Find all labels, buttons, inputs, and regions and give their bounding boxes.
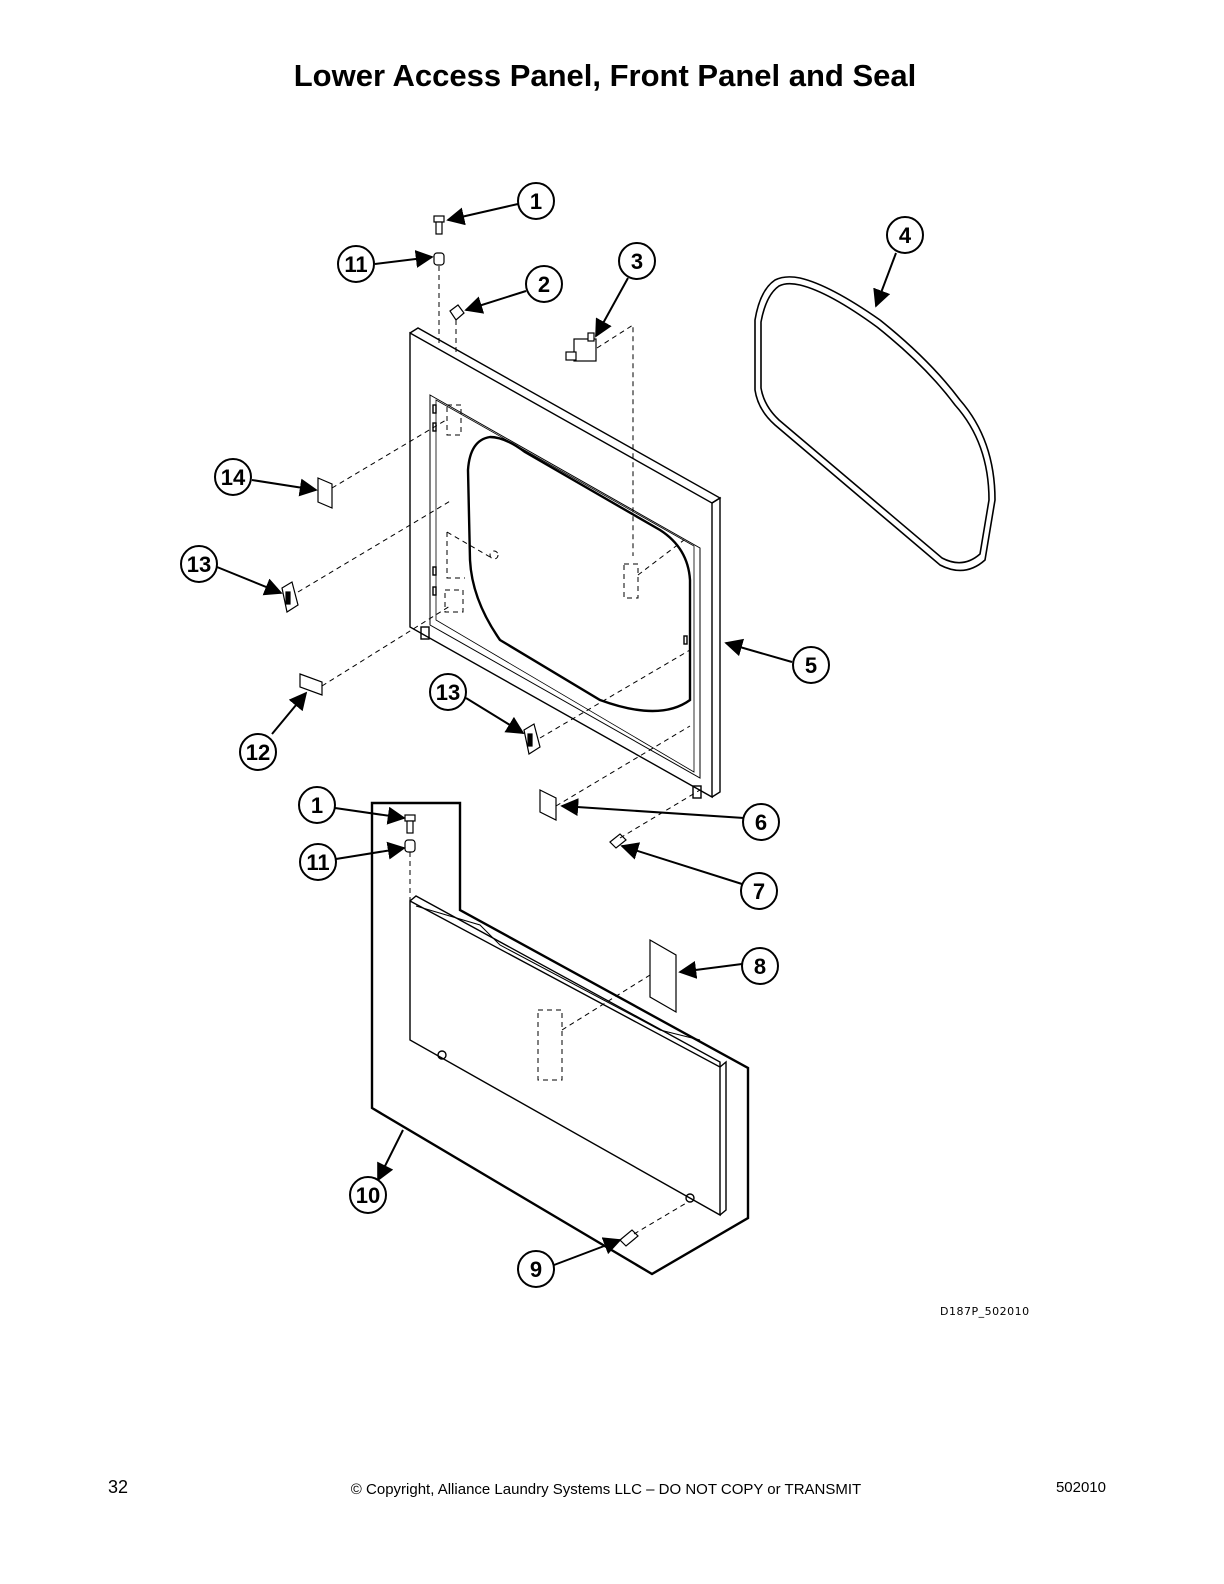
svg-text:5: 5 bbox=[805, 653, 817, 678]
svg-text:11: 11 bbox=[344, 252, 367, 277]
svg-text:6: 6 bbox=[755, 810, 767, 835]
screw-1-lower bbox=[404, 814, 416, 834]
door-switch-3 bbox=[565, 332, 597, 362]
callout-11-lower: 11 bbox=[299, 843, 337, 881]
callout-14: 14 bbox=[214, 458, 252, 496]
svg-text:4: 4 bbox=[899, 223, 912, 248]
svg-text:1: 1 bbox=[530, 189, 542, 214]
callout-4: 4 bbox=[886, 216, 924, 254]
callout-13-left: 13 bbox=[180, 545, 218, 583]
svg-text:13: 13 bbox=[436, 680, 460, 705]
drawing-code: D187P_502010 bbox=[940, 1305, 1030, 1318]
document-number: 502010 bbox=[1055, 1479, 1106, 1496]
svg-text:1: 1 bbox=[311, 793, 323, 818]
screw-7 bbox=[609, 833, 627, 849]
callout-11-top: 11 bbox=[337, 245, 375, 283]
page-number: 32 bbox=[108, 1477, 129, 1497]
leader-arrows bbox=[216, 203, 897, 1266]
svg-text:12: 12 bbox=[246, 740, 270, 765]
svg-text:2: 2 bbox=[538, 272, 550, 297]
callout-8: 8 bbox=[741, 947, 779, 985]
door-seal bbox=[754, 276, 996, 572]
svg-text:14: 14 bbox=[221, 465, 246, 490]
lower-access-panel bbox=[370, 801, 750, 1276]
svg-text:9: 9 bbox=[530, 1257, 542, 1282]
callout-13-center: 13 bbox=[429, 673, 467, 711]
callout-10: 10 bbox=[349, 1176, 387, 1214]
nut-11-upper bbox=[433, 252, 445, 266]
callout-1-lower: 1 bbox=[298, 786, 336, 824]
nut-11-lower bbox=[404, 839, 416, 853]
callout-6: 6 bbox=[742, 803, 780, 841]
callout-1-top: 1 bbox=[517, 182, 555, 220]
label-8 bbox=[649, 938, 677, 1014]
svg-text:13: 13 bbox=[187, 552, 211, 577]
callout-3: 3 bbox=[618, 242, 656, 280]
assembly-guides bbox=[297, 266, 701, 1235]
callout-5: 5 bbox=[792, 646, 830, 684]
clip-13-left bbox=[281, 581, 299, 613]
page-title: Lower Access Panel, Front Panel and Seal bbox=[293, 58, 917, 93]
label-14 bbox=[317, 477, 333, 509]
svg-text:11: 11 bbox=[306, 850, 329, 875]
callout-9: 9 bbox=[517, 1250, 555, 1288]
clip-13-center bbox=[523, 723, 541, 755]
callout-7: 7 bbox=[740, 872, 778, 910]
screw-1-upper bbox=[433, 215, 445, 235]
label-6 bbox=[539, 789, 557, 821]
callout-12: 12 bbox=[239, 733, 277, 771]
svg-text:10: 10 bbox=[356, 1183, 380, 1208]
front-panel bbox=[409, 327, 722, 799]
callout-2: 2 bbox=[525, 265, 563, 303]
screw-9 bbox=[619, 1229, 639, 1247]
copyright-notice: © Copyright, Alliance Laundry Systems LL… bbox=[350, 1481, 862, 1498]
label-12 bbox=[299, 673, 323, 696]
door-opening bbox=[466, 435, 692, 713]
svg-text:8: 8 bbox=[754, 954, 766, 979]
svg-text:3: 3 bbox=[631, 249, 643, 274]
bracket-2 bbox=[449, 304, 465, 321]
svg-text:7: 7 bbox=[753, 879, 765, 904]
